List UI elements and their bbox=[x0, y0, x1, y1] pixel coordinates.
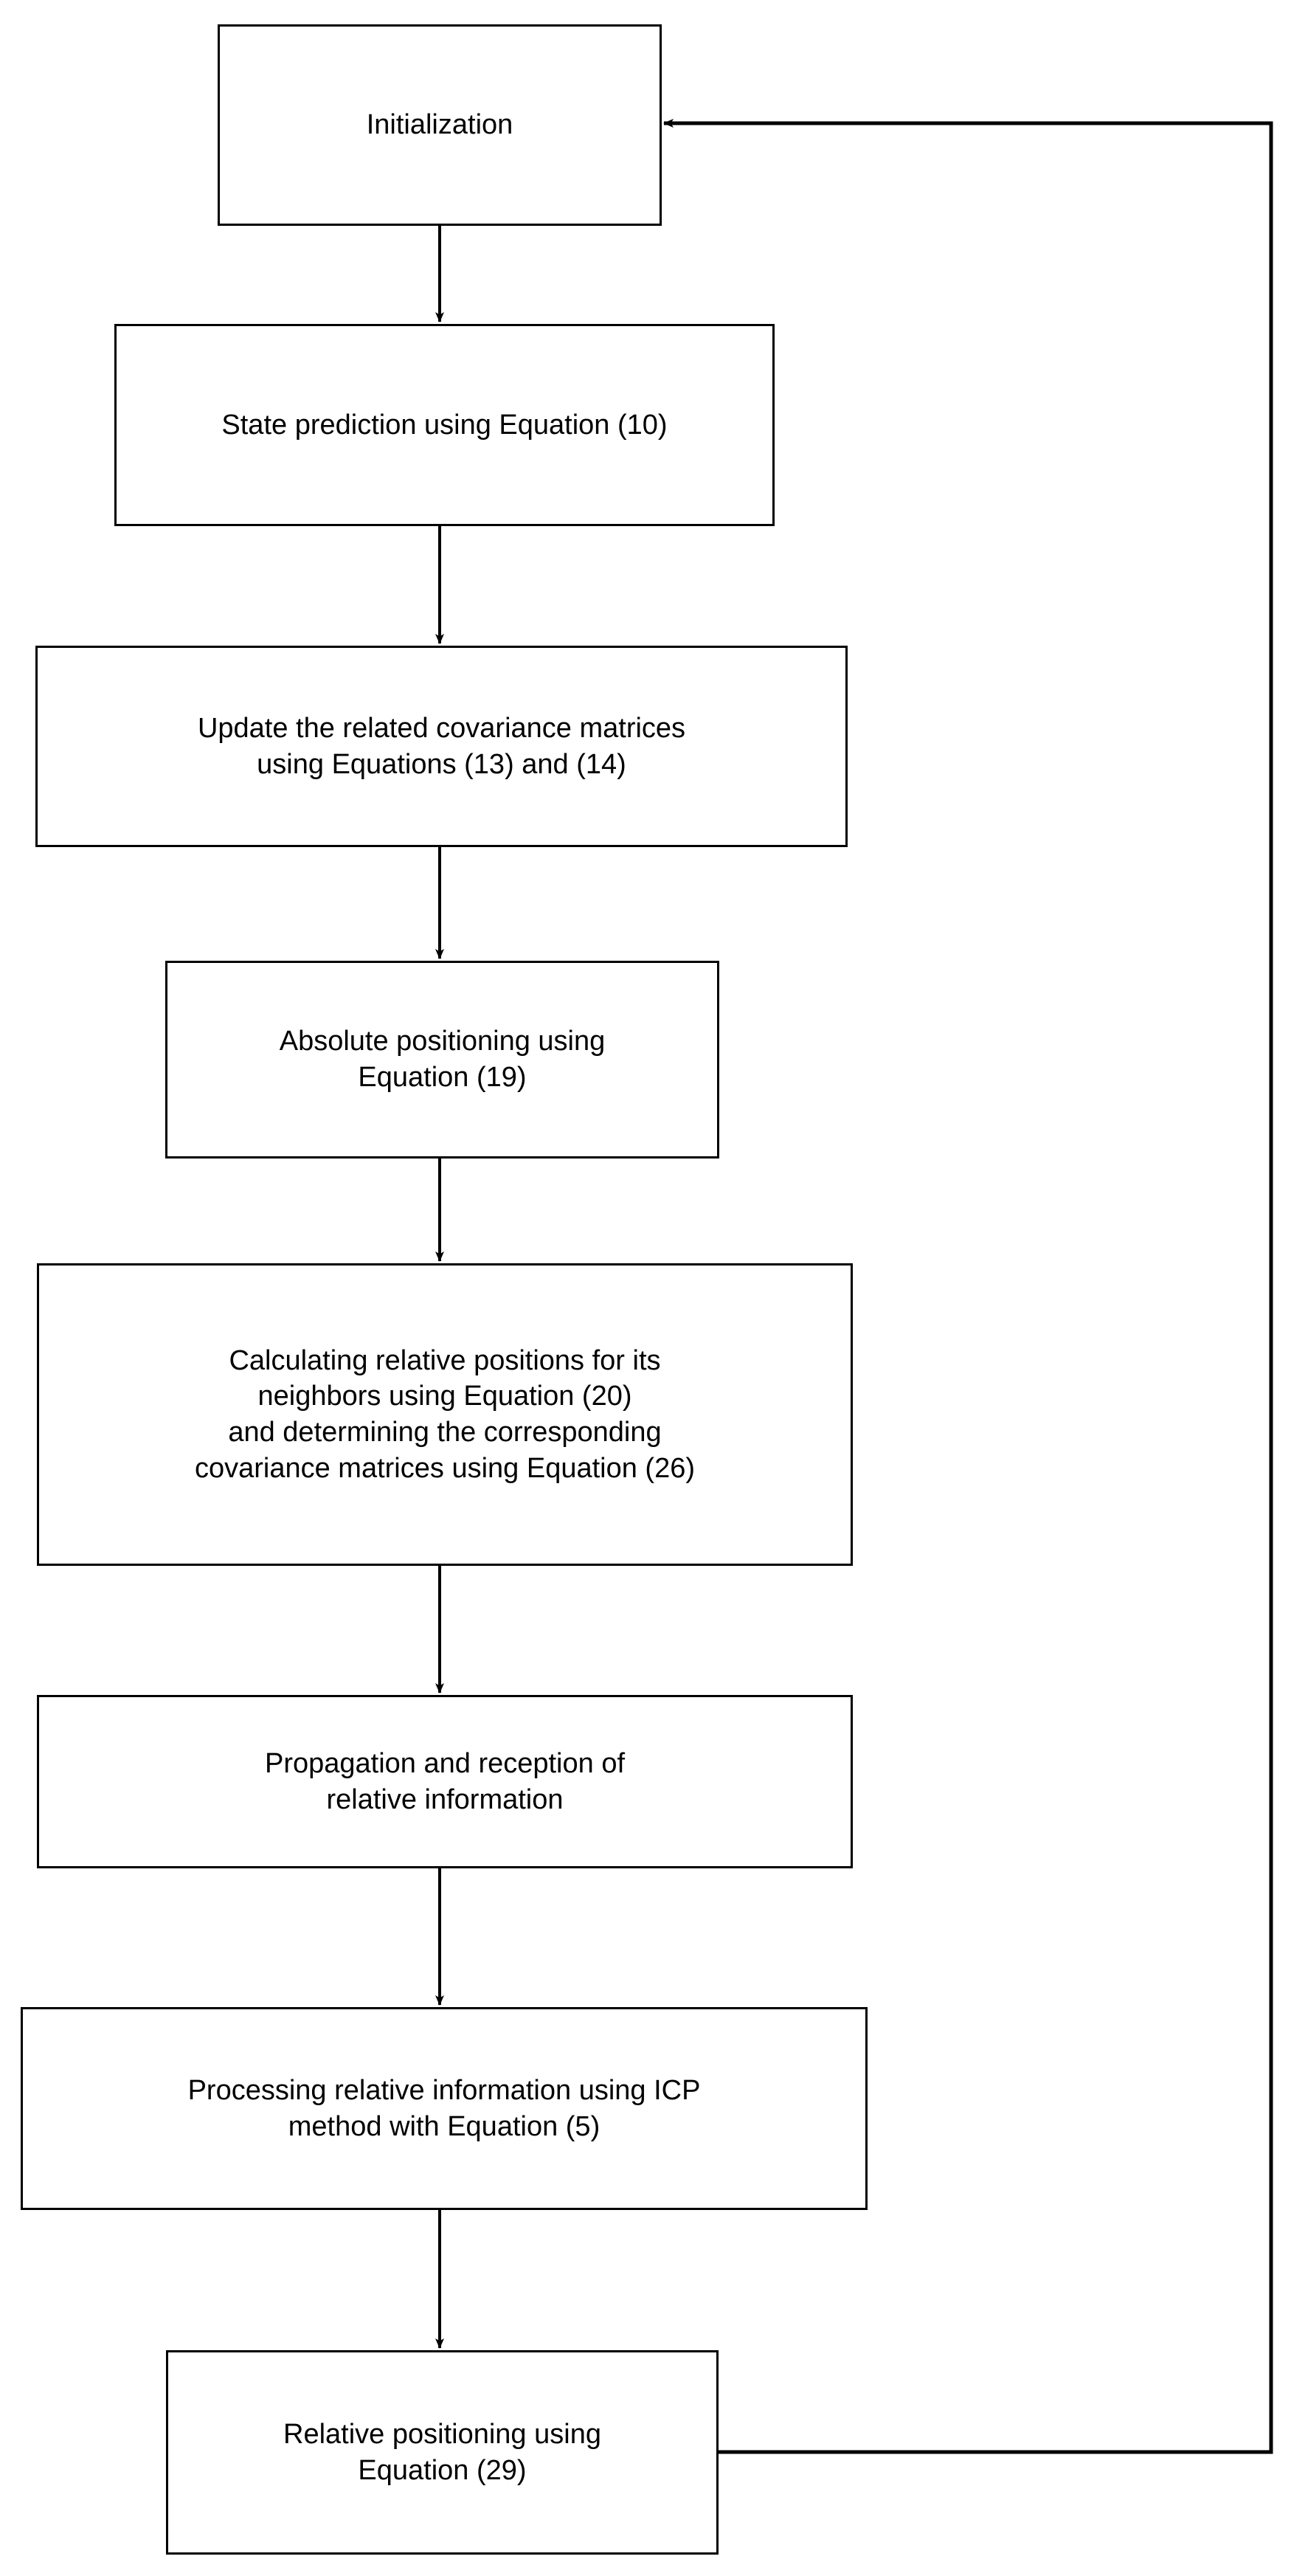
node-relative-positioning-label: Relative positioning using Equation (29) bbox=[283, 2418, 601, 2486]
node-propagation-reception-label: Propagation and reception of relative in… bbox=[264, 1747, 626, 1815]
edge-feedback-relative-positioning-to-initialization bbox=[663, 119, 1273, 2454]
node-processing-icp[interactable]: Processing relative information using IC… bbox=[21, 2007, 868, 2210]
node-update-covariance-label: Update the related covariance matrices u… bbox=[197, 712, 686, 780]
node-processing-icp-label: Processing relative information using IC… bbox=[187, 2074, 701, 2142]
node-absolute-positioning[interactable]: Absolute positioning using Equation (19) bbox=[165, 961, 719, 1158]
node-calculating-relative-positions-label: Calculating relative positions for its n… bbox=[194, 1344, 695, 1484]
node-initialization-label: Initialization bbox=[366, 109, 513, 141]
node-update-covariance[interactable]: Update the related covariance matrices u… bbox=[35, 646, 848, 847]
node-calculating-relative-positions[interactable]: Calculating relative positions for its n… bbox=[37, 1263, 853, 1566]
node-relative-positioning[interactable]: Relative positioning using Equation (29) bbox=[166, 2350, 719, 2555]
node-state-prediction[interactable]: State prediction using Equation (10) bbox=[114, 324, 775, 526]
node-state-prediction-label: State prediction using Equation (10) bbox=[221, 409, 668, 441]
node-propagation-reception[interactable]: Propagation and reception of relative in… bbox=[37, 1695, 853, 1868]
node-initialization[interactable]: Initialization bbox=[218, 24, 662, 226]
node-absolute-positioning-label: Absolute positioning using Equation (19) bbox=[279, 1026, 606, 1093]
